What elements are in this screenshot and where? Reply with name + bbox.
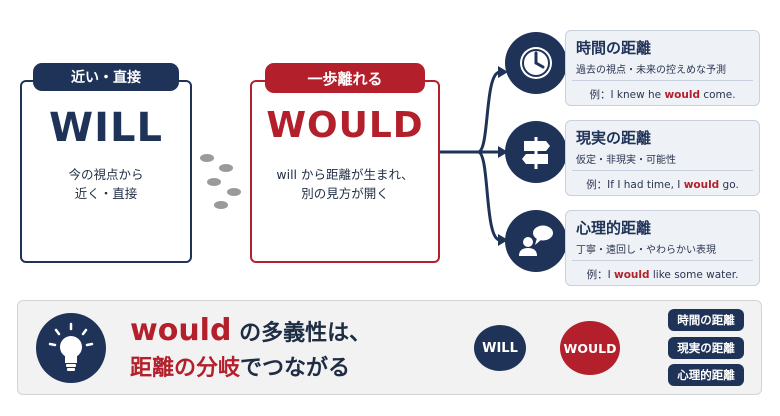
mini-branch-psych: 心理的距離 [668, 364, 744, 386]
distance-time-box: 時間の距離 過去の視点・未来の控えめな予測 例：I knew he would … [565, 30, 760, 106]
distance-reality-title: 現実の距離 [576, 129, 652, 147]
distance-psych-title: 心理的距離 [576, 219, 652, 237]
banner-line-2: 距離の分岐でつながる [130, 356, 351, 381]
would-card [250, 80, 440, 263]
clock-icon [505, 32, 567, 94]
summary-banner [17, 300, 762, 395]
distance-psych-box: 心理的距離 丁寧・遠回し・やわらかい表現 例：I would like some… [565, 210, 760, 286]
distance-reality-box: 現実の距離 仮定・非現実・可能性 例：If I had time, I woul… [565, 120, 760, 196]
distance-time-title: 時間の距離 [576, 39, 652, 57]
distance-time-example: 例：I knew he would come. [589, 89, 736, 101]
branch-arrowheads [498, 66, 508, 246]
mini-branch-time: 時間の距離 [668, 309, 744, 331]
banner-highlight: 距離の分岐 [130, 356, 241, 381]
will-description: 今の視点から 近く・直接 [68, 167, 144, 201]
footstep-dots [200, 154, 241, 209]
will-card [20, 80, 192, 263]
banner-would-word: would [130, 313, 232, 348]
will-label-pill: 近い・直接 [33, 63, 179, 91]
mini-would-node: WOULD [560, 321, 620, 375]
distance-psych-subtitle: 丁寧・遠回し・やわらかい表現 [576, 245, 716, 256]
mini-will-node: WILL [474, 325, 526, 371]
branch-lines [440, 70, 501, 242]
would-word: WOULD [266, 105, 424, 146]
will-word: WILL [49, 105, 163, 151]
distance-time-subtitle: 過去の視点・未来の控えめな予測 [576, 65, 726, 76]
signpost-icon [505, 121, 567, 183]
lightbulb-icon [36, 313, 106, 383]
banner-line-1: would の多義性は、 [130, 313, 372, 348]
distance-reality-subtitle: 仮定・非現実・可能性 [576, 155, 676, 166]
speech-bubble-icon [505, 210, 567, 272]
distance-reality-example: 例：If I had time, I would go. [586, 179, 739, 191]
distance-psych-example: 例：I would like some water. [586, 269, 739, 281]
would-description: will から距離が生まれ、 別の見方が開く [276, 167, 414, 201]
mini-branch-reality: 現実の距離 [668, 337, 744, 359]
would-label-pill: 一歩離れる [265, 63, 425, 93]
